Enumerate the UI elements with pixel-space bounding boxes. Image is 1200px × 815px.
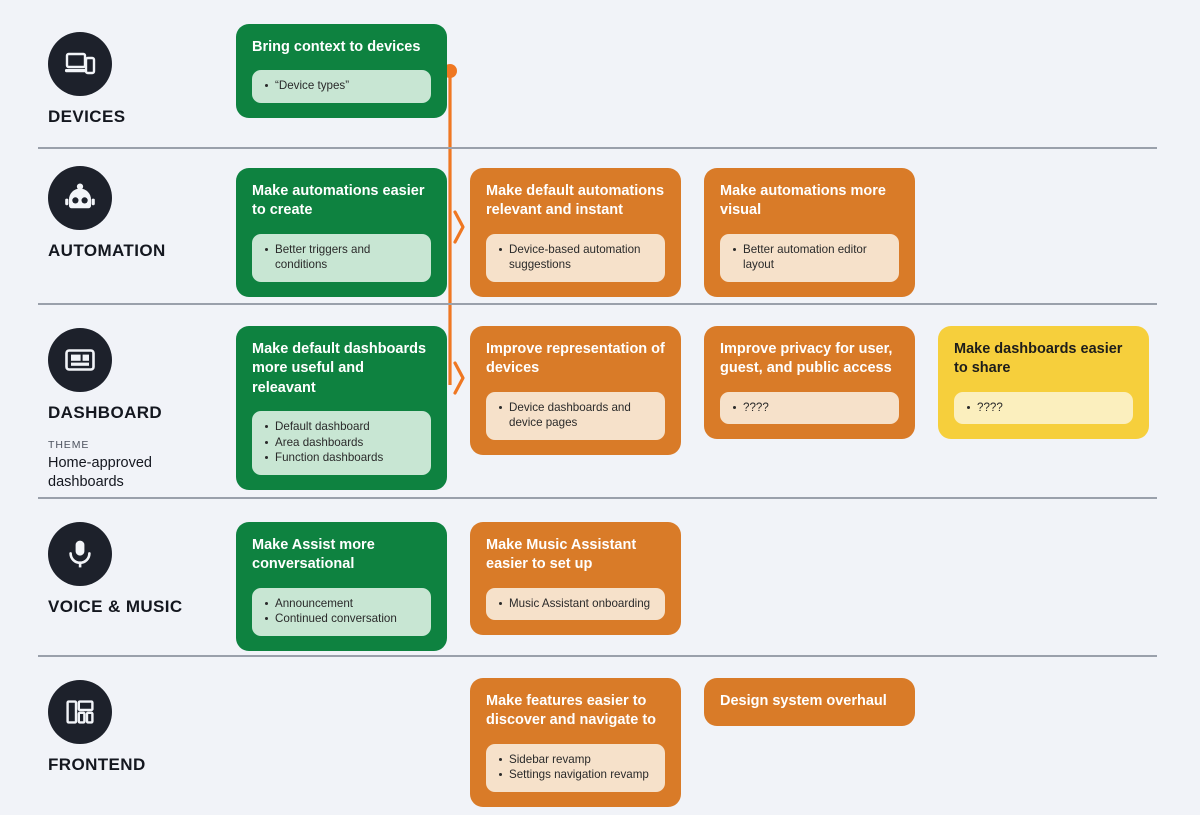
card-title: Make Music Assistant easier to set up <box>486 537 637 573</box>
card-detail-item: Music Assistant onboarding <box>496 596 655 612</box>
category-devices: DEVICES <box>48 32 228 127</box>
roadmap-card[interactable]: Make Music Assistant easier to set up Mus… <box>470 522 681 636</box>
card-detail-pill: Better triggers and conditions <box>252 233 431 283</box>
card-detail-item: Sidebar revamp <box>496 752 655 768</box>
category-voice-music: VOICE & MUSIC <box>48 522 228 617</box>
row-divider-3 <box>38 655 1157 657</box>
card-title: Bring context to devices <box>252 39 421 55</box>
card-title: Make automations easier to create <box>252 183 425 219</box>
category-theme-text: Home-approved dashboards <box>48 455 152 491</box>
roadmap-card[interactable]: Make default automations relevant and in… <box>470 168 681 298</box>
category-theme-label: THEME <box>48 439 90 451</box>
robot-icon <box>48 166 112 230</box>
card-detail-item: Device dashboards and device pages <box>496 400 655 432</box>
roadmap-card[interactable]: Make default dashboards more useful and … <box>236 326 447 491</box>
card-detail-pill: ???? <box>720 391 899 425</box>
category-name: FRONTEND <box>48 755 146 774</box>
card-detail-item: “Device types” <box>262 78 421 94</box>
roadmap-card[interactable]: Design system overhaul <box>704 678 915 727</box>
layout-icon <box>48 680 112 744</box>
card-detail-pill: Device-based automation suggestions <box>486 233 665 283</box>
card-detail-item: Settings navigation revamp <box>496 767 655 783</box>
row-divider-1 <box>38 303 1157 305</box>
card-detail-pill: “Device types” <box>252 70 431 104</box>
card-detail-item: ???? <box>964 400 1123 416</box>
card-detail-pill: Better automation editor layout <box>720 233 899 283</box>
roadmap-card[interactable]: Make features easier to discover and nav… <box>470 678 681 808</box>
card-title: Make dashboards easier to share <box>954 341 1123 377</box>
row-divider-2 <box>38 497 1157 499</box>
card-detail-item: ???? <box>730 400 889 416</box>
category-automation: AUTOMATION <box>48 166 228 261</box>
card-title: Make features easier to discover and nav… <box>486 693 657 729</box>
card-title: Improve representation of devices <box>486 341 665 377</box>
card-detail-item: Area dashboards <box>262 435 421 451</box>
card-detail-item: Device-based automation suggestions <box>496 242 655 274</box>
roadmap-card[interactable]: Improve privacy for user, guest, and pub… <box>704 326 915 440</box>
connector-arrow-automation <box>453 210 465 244</box>
card-title: Make default automations relevant and in… <box>486 183 665 219</box>
card-title: Make automations more visual <box>720 183 886 219</box>
card-detail-item: Default dashboard <box>262 419 421 435</box>
category-name: DEVICES <box>48 107 126 126</box>
devices-icon <box>48 32 112 96</box>
card-title: Improve privacy for user, guest, and pub… <box>720 341 893 377</box>
category-dashboard: DASHBOARD THEME Home-approved dashboards <box>48 328 228 492</box>
category-name: VOICE & MUSIC <box>48 597 183 616</box>
roadmap-card[interactable]: Make dashboards easier to share???? <box>938 326 1149 440</box>
card-detail-pill: ???? <box>954 391 1133 425</box>
roadmap-card[interactable]: Bring context to devices “Device types” <box>236 24 447 119</box>
category-name: DASHBOARD <box>48 403 163 422</box>
card-detail-item: Function dashboards <box>262 450 421 466</box>
category-frontend: FRONTEND <box>48 680 228 775</box>
card-detail-pill: Music Assistant onboarding <box>486 587 665 621</box>
card-title: Make Assist more conversational <box>252 537 375 573</box>
category-name: AUTOMATION <box>48 241 166 260</box>
card-title: Make default dashboards more useful and … <box>252 341 427 396</box>
card-detail-pill: Device dashboards and device pages <box>486 391 665 441</box>
card-detail-item: Announcement <box>262 596 421 612</box>
card-detail-item: Better triggers and conditions <box>262 242 421 274</box>
card-detail-item: Better automation editor layout <box>730 242 889 274</box>
card-detail-item: Continued conversation <box>262 611 421 627</box>
dashboard-icon <box>48 328 112 392</box>
connector-arrow-dashboard <box>453 361 465 395</box>
microphone-icon <box>48 522 112 586</box>
row-divider-0 <box>38 147 1157 149</box>
card-title: Design system overhaul <box>720 693 887 709</box>
